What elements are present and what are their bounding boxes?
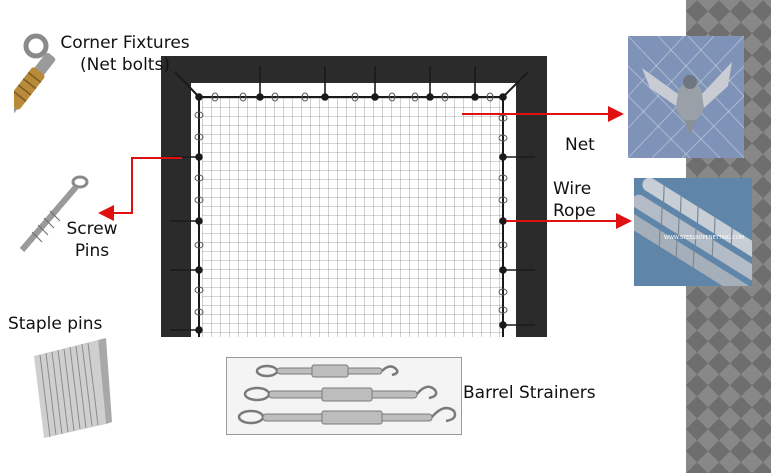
- wire-rope-perimeter: [198, 96, 504, 337]
- top-rings: [211, 92, 494, 102]
- turnbuckle-icon: [237, 364, 457, 425]
- corner-wire-right: [502, 71, 529, 98]
- barrel-strainers-photo: [226, 357, 462, 435]
- wire-rope-label-line2: Rope: [553, 201, 596, 221]
- net-label: Net: [565, 135, 595, 155]
- steel-rope-icon: WWW.STEELROPENETTING.COM: [634, 178, 752, 286]
- top-fixings: [195, 66, 507, 101]
- eye-bolt-icon: [14, 33, 56, 125]
- screw-pins-label: Screw Pins: [62, 218, 122, 262]
- corner-fixtures-label: Corner Fixtures (Net bolts): [55, 32, 195, 76]
- screw-pins-label-line1: Screw: [66, 219, 118, 239]
- net-photo: [628, 36, 744, 158]
- pigeon-in-net-icon: [628, 36, 744, 158]
- screw-pins-arrow: [98, 157, 182, 221]
- screw-pins-label-line2: Pins: [74, 241, 110, 261]
- staple-pins-label: Staple pins: [8, 314, 103, 334]
- screw-eye-pin-icon: [19, 175, 89, 252]
- staple-strip-icon: [34, 338, 112, 438]
- wire-rope-photo-caption: WWW.STEELROPENETTING.COM: [664, 235, 744, 241]
- wire-rope-photo: WWW.STEELROPENETTING.COM: [634, 178, 752, 286]
- wire-rope-label-line1: Wire: [553, 179, 592, 199]
- corner-wire-left: [174, 71, 200, 98]
- corner-fixtures-label-line2: (Net bolts): [80, 55, 170, 75]
- left-rings: [194, 111, 204, 316]
- barrel-strainers-label: Barrel Strainers: [463, 383, 596, 403]
- corner-fixtures-label-line1: Corner Fixtures: [60, 33, 190, 53]
- wire-rope-label: Wire Rope: [553, 178, 596, 222]
